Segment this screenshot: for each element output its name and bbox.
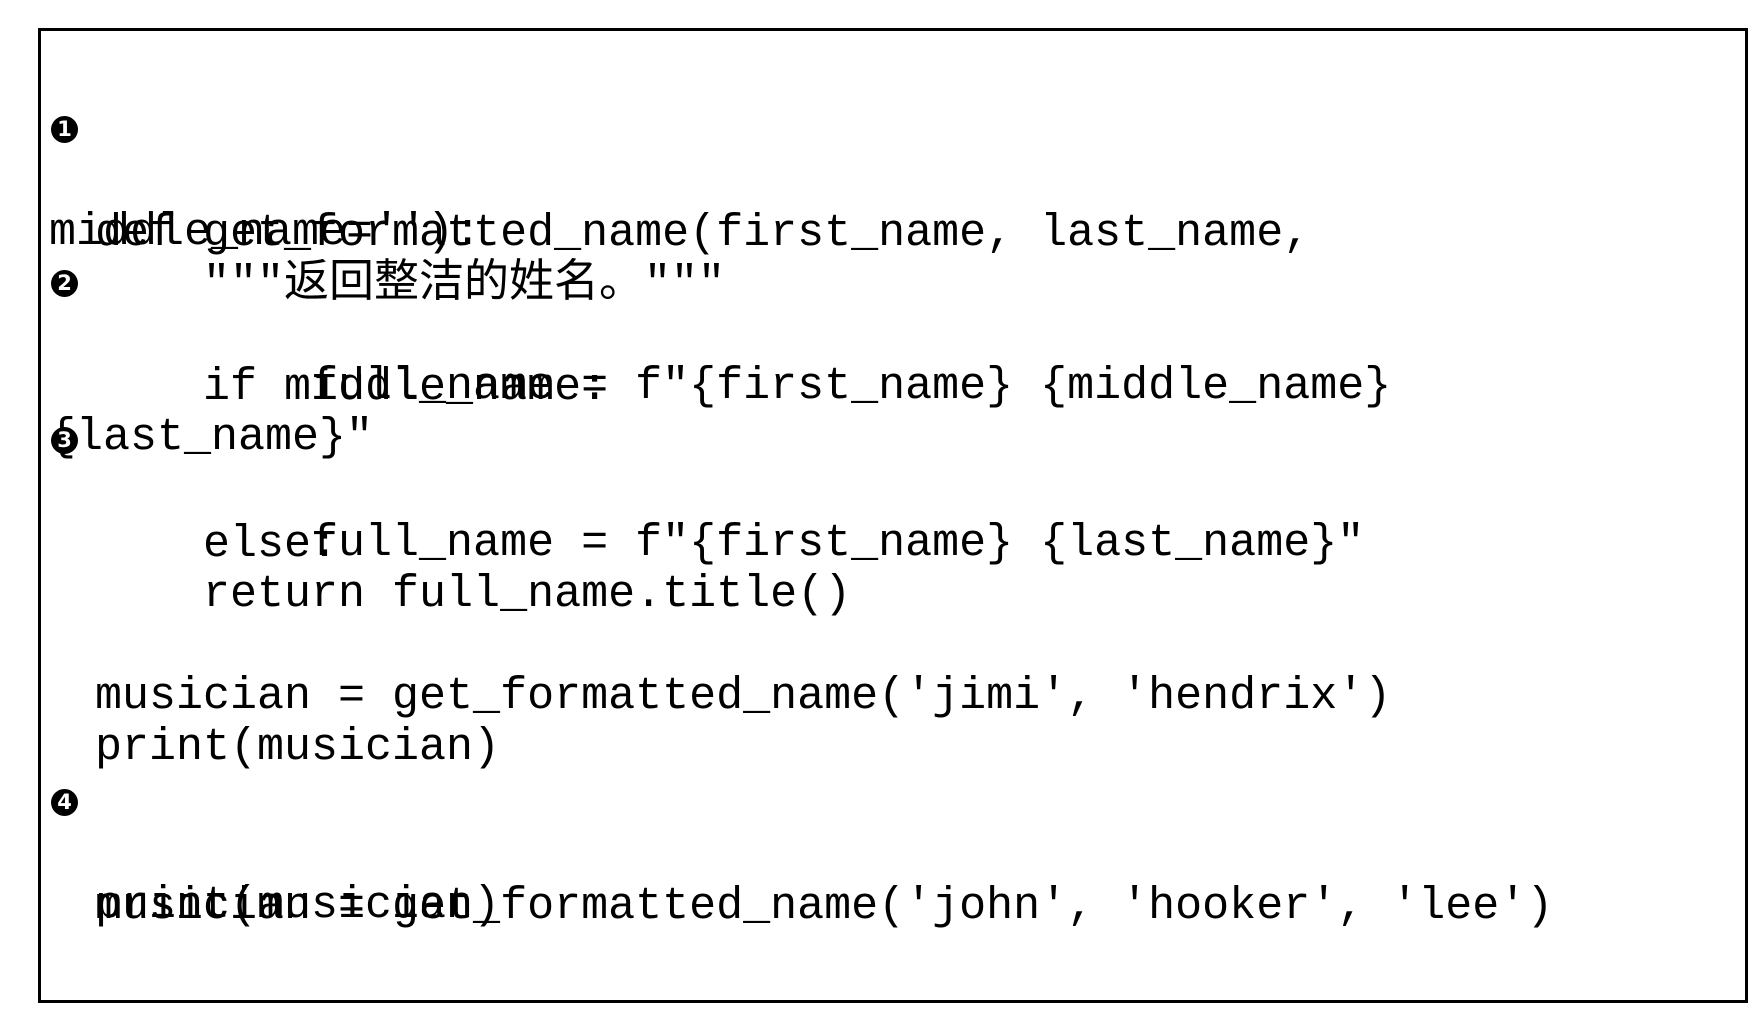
code-text: else: bbox=[95, 519, 339, 570]
callout-marker-1: 1 bbox=[51, 116, 78, 143]
code-text: middle_name=''): bbox=[49, 207, 482, 258]
callout-marker-2: 2 bbox=[51, 270, 78, 297]
code-text: musician = get_formatted_name('john', 'h… bbox=[95, 881, 1554, 932]
code-text: musician = get_formatted_name('jimi', 'h… bbox=[95, 671, 1392, 722]
code-line-11: musician = get_formatted_name('jimi', 'h… bbox=[41, 619, 1391, 722]
code-text: full_name = f"{first_name} {last_name}" bbox=[95, 518, 1365, 569]
code-text: {last_name}" bbox=[49, 412, 374, 463]
code-text: print(musician) bbox=[95, 722, 501, 773]
code-line-8: full_name = f"{first_name} {last_name}" bbox=[41, 466, 1364, 569]
code-line-2: middle_name=''): bbox=[41, 155, 481, 258]
code-line-15: print(musician) bbox=[41, 828, 500, 931]
code-text: def get_formatted_name(first_name, last_… bbox=[95, 208, 1311, 259]
callout-marker-3: 3 bbox=[51, 427, 78, 454]
code-line-1: 1 def get_formatted_name(first_name, las… bbox=[41, 104, 1310, 259]
code-text: full_name = f"{first_name} {middle_name} bbox=[95, 361, 1392, 412]
code-line-9: return full_name.title() bbox=[41, 517, 851, 620]
code-line-4: 2 if middle_name: bbox=[41, 258, 608, 413]
code-line-12: print(musician) bbox=[41, 670, 500, 773]
code-listing: 1 def get_formatted_name(first_name, las… bbox=[38, 28, 1748, 1003]
code-line-6: {last_name}" bbox=[41, 360, 373, 463]
code-line-3: """返回整洁的姓名。""" bbox=[41, 207, 725, 310]
code-text: """返回整洁的姓名。""" bbox=[95, 259, 726, 310]
code-line-14: 4 musician = get_formatted_name('john', … bbox=[41, 777, 1553, 932]
code-text: return full_name.title() bbox=[95, 569, 852, 620]
code-text: if middle_name: bbox=[95, 362, 609, 413]
callout-marker-4: 4 bbox=[51, 789, 78, 816]
code-line-5: full_name = f"{first_name} {middle_name} bbox=[41, 309, 1391, 412]
code-line-7: 3 else: bbox=[41, 415, 338, 570]
code-text: print(musician) bbox=[95, 880, 501, 931]
